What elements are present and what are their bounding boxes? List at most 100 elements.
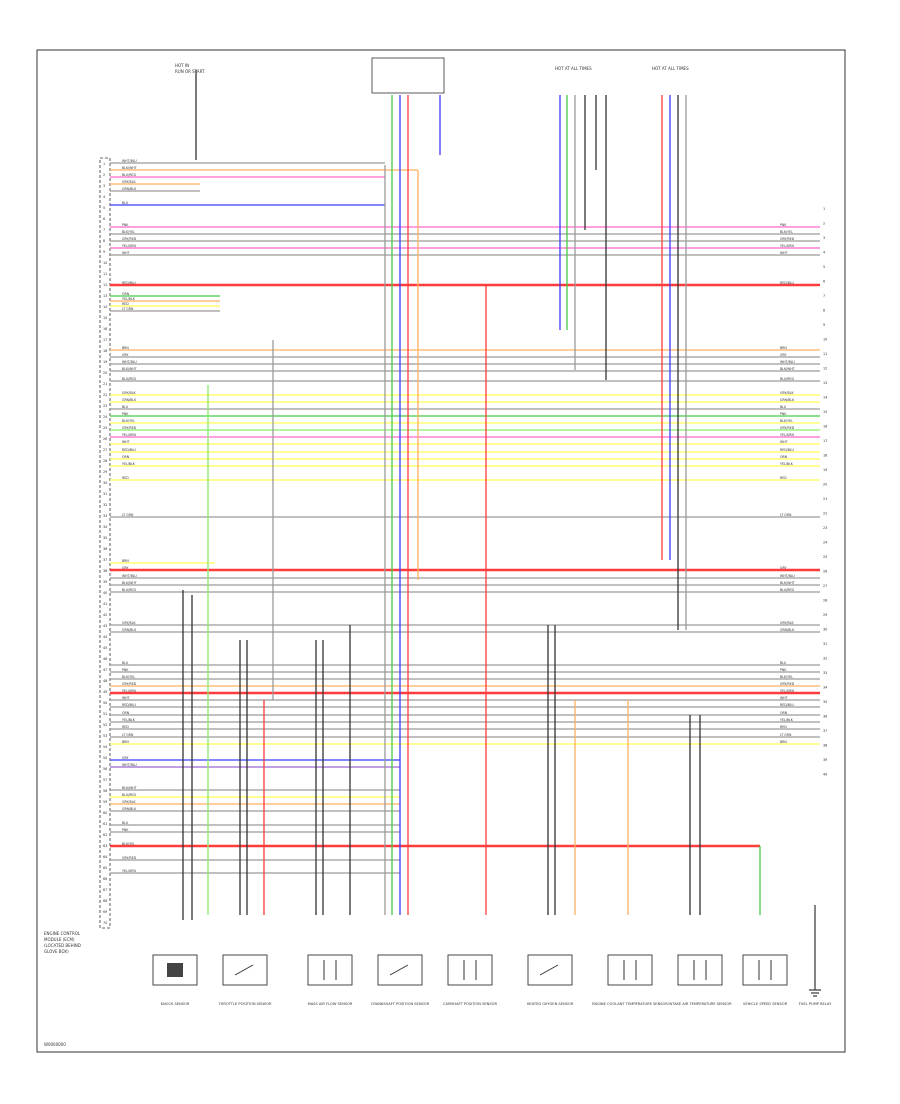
wire-color-label: YEL/BLK	[780, 718, 794, 722]
wire-color-label: GRY/RED	[122, 426, 137, 430]
wire-color-label: ORN	[122, 455, 130, 459]
pin-number: 19	[103, 360, 107, 364]
wire-color-label: PNK	[122, 223, 129, 227]
pin-number-right: 37	[823, 729, 827, 733]
pin-number: 33	[103, 514, 107, 518]
component-label: CRANKSHAFT POSITION SENSOR	[371, 1002, 430, 1006]
wire-color-label: RED	[122, 302, 129, 306]
switch-icon	[234, 964, 254, 976]
pin-number: 45	[103, 646, 107, 650]
wire-color-label: RED/BLU	[780, 448, 795, 452]
wire-color-label: BLK/YEL	[122, 419, 135, 423]
wire-color-label: ORN	[780, 711, 788, 715]
wire-color-label: BLU/RED	[122, 377, 136, 381]
wire-color-label: BRN	[780, 740, 787, 744]
wire-color-label: GRY/RED	[780, 682, 795, 686]
pin-number: 66	[103, 877, 107, 881]
wire-color-label: BRN	[122, 346, 129, 350]
pin-number: 27	[103, 448, 107, 452]
wire-color-label: PNK	[122, 668, 129, 672]
wire-color-label: BLU/RED	[122, 173, 136, 177]
wire-color-label: GRN/BLK	[122, 398, 137, 402]
pin-number: 30	[103, 481, 107, 485]
pin-number-right: 10	[823, 338, 827, 342]
pin-number-right: 33	[823, 671, 827, 675]
pin-number: 46	[103, 657, 107, 661]
component-box	[152, 954, 198, 986]
wire-color-label: BLU	[122, 821, 129, 825]
wire-color-label: PNK	[122, 828, 129, 832]
wire-color-label: BLK/YEL	[780, 675, 793, 679]
wire-color-label: GRY	[122, 566, 128, 570]
wire-color-label: BLK/YEL	[122, 230, 135, 234]
wire-color-label: RED/BLU	[122, 448, 137, 452]
switch-icon	[539, 964, 559, 976]
component-box	[377, 954, 423, 986]
pin-number: 31	[103, 492, 107, 496]
wire-color-label: YEL/GRN	[122, 244, 136, 248]
pin-number: 65	[103, 866, 107, 870]
component-label: ENGINE COOLANT TEMPERATURE SENSOR	[592, 1002, 668, 1006]
footer-code: W0000000	[44, 1042, 66, 1047]
pin-number: 1	[103, 162, 105, 166]
wire-color-label: YEL/BLK	[122, 462, 136, 466]
wire-color-label: GRN/BLK	[122, 807, 137, 811]
wire-color-label: BLU	[122, 661, 129, 665]
wire-color-label: BLK/WHT	[122, 786, 137, 790]
connector-label: HOT AT ALL TIMES	[555, 66, 592, 71]
pin-number-right: 13	[823, 381, 827, 385]
wire-color-label: RED	[122, 476, 129, 480]
wire-color-label: GRY/RED	[780, 237, 795, 241]
pin-number: 59	[103, 800, 107, 804]
wire-color-label: YEL/GRN	[780, 689, 794, 693]
wire-color-label: YEL/BLK	[122, 297, 136, 301]
pin-number-right: 11	[823, 352, 827, 356]
pin-number-right: 34	[823, 686, 827, 690]
pin-number: 26	[103, 437, 107, 441]
pin-number: 16	[103, 327, 107, 331]
pin-number: 52	[103, 723, 107, 727]
pin-number: 3	[103, 184, 105, 188]
pin-number: 14	[103, 305, 107, 309]
wire-color-label: YEL/GRN	[122, 869, 136, 873]
pin-number-right: 16	[823, 425, 827, 429]
component-box	[742, 954, 788, 986]
wire-color-label: GRY/RED	[122, 856, 137, 860]
wire-color-label: BLK/WHT	[780, 367, 795, 371]
pin-number: 41	[103, 602, 107, 606]
wire-color-label: GRN/BLK	[780, 398, 795, 402]
pin-number-right: 21	[823, 497, 827, 501]
pin-number-right: 14	[823, 396, 827, 400]
pin-number: 11	[103, 272, 107, 276]
pin-number: 24	[103, 415, 107, 419]
wire-color-label: WHT	[122, 696, 130, 700]
wire-color-label: BRN	[780, 346, 787, 350]
pin-number: 32	[103, 503, 107, 507]
pin-number-right: 20	[823, 483, 827, 487]
pin-number-right: 32	[823, 657, 827, 661]
component-label: THROTTLE POSITION SENSOR	[217, 1002, 272, 1006]
pin-number: 36	[103, 547, 107, 551]
component-box	[222, 954, 268, 986]
connector-label: RUN OR START	[175, 69, 205, 74]
pin-number: 47	[103, 668, 107, 672]
switch-icon	[389, 964, 409, 976]
wire-color-label: LT GRN	[122, 307, 134, 311]
wire-color-label: GRY/RED	[122, 682, 137, 686]
pin-number-right: 12	[823, 367, 827, 371]
pin-number: 49	[103, 690, 107, 694]
pin-number-right: 4	[823, 251, 825, 255]
pin-number-right: 15	[823, 410, 827, 414]
wire-color-label: YEL/BLK	[122, 718, 136, 722]
wire-color-label: LT GRN	[122, 513, 134, 517]
pin-number: 42	[103, 613, 107, 617]
pin-number: 22	[103, 393, 107, 397]
pin-number: 51	[103, 712, 107, 716]
wire-color-label: GRY	[122, 353, 128, 357]
pin-number: 70	[103, 921, 107, 925]
pin-number: 39	[103, 580, 107, 584]
wire-color-label: YEL/GRN	[122, 689, 136, 693]
pin-number: 44	[103, 635, 107, 639]
component-label: VEHICLE SPEED SENSOR	[743, 1002, 788, 1006]
